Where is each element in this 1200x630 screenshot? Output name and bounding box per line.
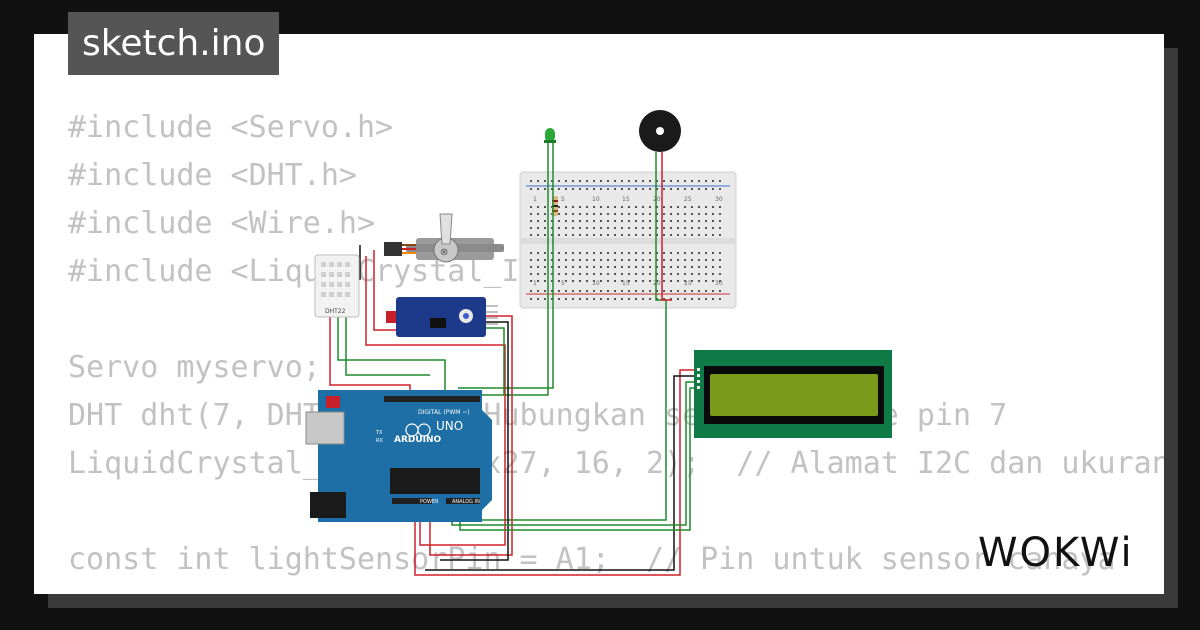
arduino-model: UNO bbox=[436, 419, 463, 433]
led bbox=[544, 128, 556, 143]
bb-number: 15 bbox=[622, 280, 630, 287]
arduino-brand: ARDUINO bbox=[394, 435, 442, 445]
code-line: #include <DHT.h> bbox=[68, 158, 357, 193]
code-line: #include <Wire.h> bbox=[68, 206, 376, 241]
code-line: const int lightSensorPin = A1; // Pin un… bbox=[68, 542, 1116, 577]
code-line: Servo myservo; bbox=[68, 350, 321, 385]
bb-number: 1 bbox=[533, 280, 537, 287]
light-sensor-module bbox=[386, 297, 498, 337]
analog-label: ANALOG IN bbox=[452, 499, 480, 505]
dht22-sensor: DHT22 bbox=[314, 254, 360, 318]
bb-number: 20 bbox=[653, 196, 661, 203]
lcd-display bbox=[694, 350, 892, 438]
digital-label: DIGITAL (PWM ~) bbox=[418, 409, 470, 416]
servo-motor: ⊗ bbox=[384, 213, 504, 263]
code-line: #include <Servo.h> bbox=[68, 110, 394, 145]
dht-label: DHT22 bbox=[325, 308, 346, 315]
bb-number: 30 bbox=[715, 280, 723, 287]
sketch-title: sketch.ino bbox=[68, 12, 280, 75]
preview-card: #include <Servo.h> #include <DHT.h> #inclu… bbox=[34, 34, 1164, 594]
arduino-uno: DIGITAL (PWM ~) ARDUINO UNO TX RX POWER … bbox=[305, 390, 492, 522]
bb-number: 10 bbox=[592, 280, 600, 287]
bb-number: 25 bbox=[684, 280, 692, 287]
wokwi-logo: WOKWi bbox=[978, 530, 1134, 576]
code-line: const int ledPin = 13; // Pin untuk LED bbox=[68, 584, 1164, 594]
bb-number: 20 bbox=[653, 280, 661, 287]
bb-number: 30 bbox=[715, 196, 723, 203]
svg-text:⊗: ⊗ bbox=[440, 247, 448, 258]
bb-number: 5 bbox=[561, 280, 565, 287]
power-label: POWER bbox=[420, 499, 439, 505]
rx-label: RX bbox=[376, 438, 383, 444]
code-editor: #include <Servo.h> #include <DHT.h> #inclu… bbox=[68, 104, 1164, 594]
buzzer bbox=[639, 110, 681, 152]
bb-number: 15 bbox=[622, 196, 630, 203]
bb-number: 25 bbox=[684, 196, 692, 203]
bb-number: 1 bbox=[533, 196, 537, 203]
bb-number: 10 bbox=[592, 196, 600, 203]
bb-number: 5 bbox=[561, 196, 565, 203]
tx-label: TX bbox=[375, 430, 383, 436]
wokwi-logo-text: WOKWi bbox=[978, 530, 1134, 576]
